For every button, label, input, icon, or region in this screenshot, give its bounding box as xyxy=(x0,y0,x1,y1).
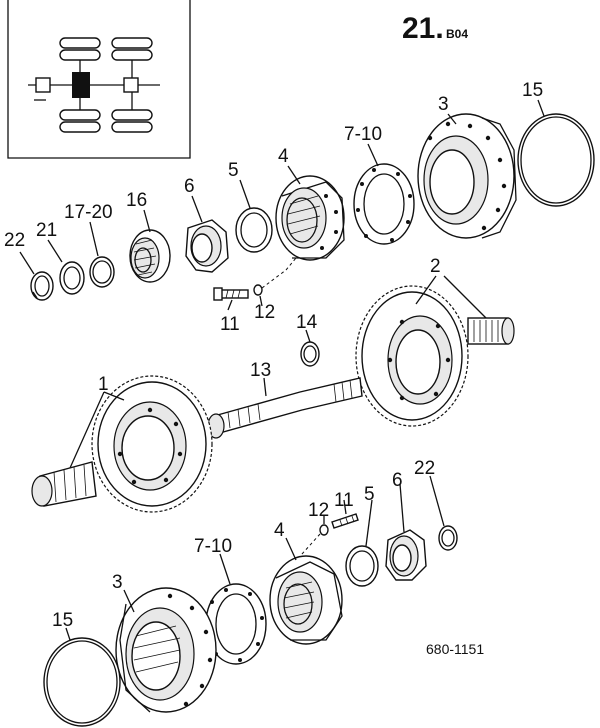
part-6-nut-top xyxy=(185,219,229,273)
callout-4-bottom: 4 xyxy=(274,520,285,541)
part-5-lock-ring-bottom xyxy=(345,545,379,587)
part-16-bearing xyxy=(129,229,171,283)
part-13-shaft xyxy=(207,377,363,439)
leader-lines xyxy=(19,99,545,641)
callout-labels: 22 21 17-20 16 6 5 4 7-10 3 15 2 11 12 1… xyxy=(4,80,543,631)
part-22-snap-ring-bottom xyxy=(438,525,458,551)
part-6-nut-bottom xyxy=(385,529,427,581)
callout-4-top: 4 xyxy=(278,146,289,167)
callout-15-bottom: 15 xyxy=(52,610,73,631)
part-11-bolt-bottom xyxy=(331,513,359,529)
callout-7-10-top: 7-10 xyxy=(344,124,382,145)
part-7-10-shim-bottom xyxy=(205,583,267,665)
part-7-10-shim-top xyxy=(353,163,415,245)
callout-16: 16 xyxy=(126,190,147,211)
drawing-reference-number: 680-1151 xyxy=(426,641,484,657)
group-suffix: B04 xyxy=(446,27,468,41)
callout-1: 1 xyxy=(98,374,109,395)
callout-6-top: 6 xyxy=(184,176,195,197)
callout-12-bottom: 12 xyxy=(308,500,329,521)
callout-11-bottom: 11 xyxy=(334,490,354,511)
part-12-washer-bottom xyxy=(319,524,329,536)
part-2-crown-wheel-pinion xyxy=(355,285,515,427)
part-3-housing-top xyxy=(417,113,517,239)
callout-21: 21 xyxy=(36,220,57,241)
part-1-crown-wheel-pinion xyxy=(31,375,213,513)
part-17-20-shim xyxy=(89,256,115,288)
callout-11-top: 11 xyxy=(220,314,240,335)
callout-22-bottom: 22 xyxy=(414,458,435,479)
part-14-ring xyxy=(300,341,320,367)
part-11-bolt-top xyxy=(213,287,249,301)
part-15-o-ring-top xyxy=(517,113,595,207)
group-number: 21. xyxy=(402,12,444,45)
callout-22-top: 22 xyxy=(4,230,25,251)
callout-14: 14 xyxy=(296,312,318,333)
callout-17-20: 17-20 xyxy=(64,202,113,223)
callout-2: 2 xyxy=(430,256,441,277)
callout-3-bottom: 3 xyxy=(112,572,123,593)
callout-6-bottom: 6 xyxy=(392,470,403,491)
part-3-housing-bottom xyxy=(115,587,217,713)
callout-3-top: 3 xyxy=(438,94,449,115)
vehicle-locator-inset xyxy=(7,0,191,159)
callout-15-top: 15 xyxy=(522,80,543,101)
part-12-washer-top xyxy=(253,284,263,296)
part-15-o-ring-bottom xyxy=(43,637,121,727)
part-5-lock-ring-top xyxy=(235,207,273,253)
callout-5-bottom: 5 xyxy=(364,484,375,505)
part-4-bearing-carrier-top xyxy=(275,175,345,261)
callout-12-top: 12 xyxy=(254,302,275,323)
part-22-snap-ring-top xyxy=(30,271,54,301)
callout-13: 13 xyxy=(250,360,271,381)
part-4-bearing-carrier-bottom xyxy=(269,555,343,645)
chassis-axle-sketch xyxy=(28,37,160,133)
part-21-ring xyxy=(59,261,85,295)
callout-7-10-bottom: 7-10 xyxy=(194,536,232,557)
callout-5-top: 5 xyxy=(228,160,239,181)
